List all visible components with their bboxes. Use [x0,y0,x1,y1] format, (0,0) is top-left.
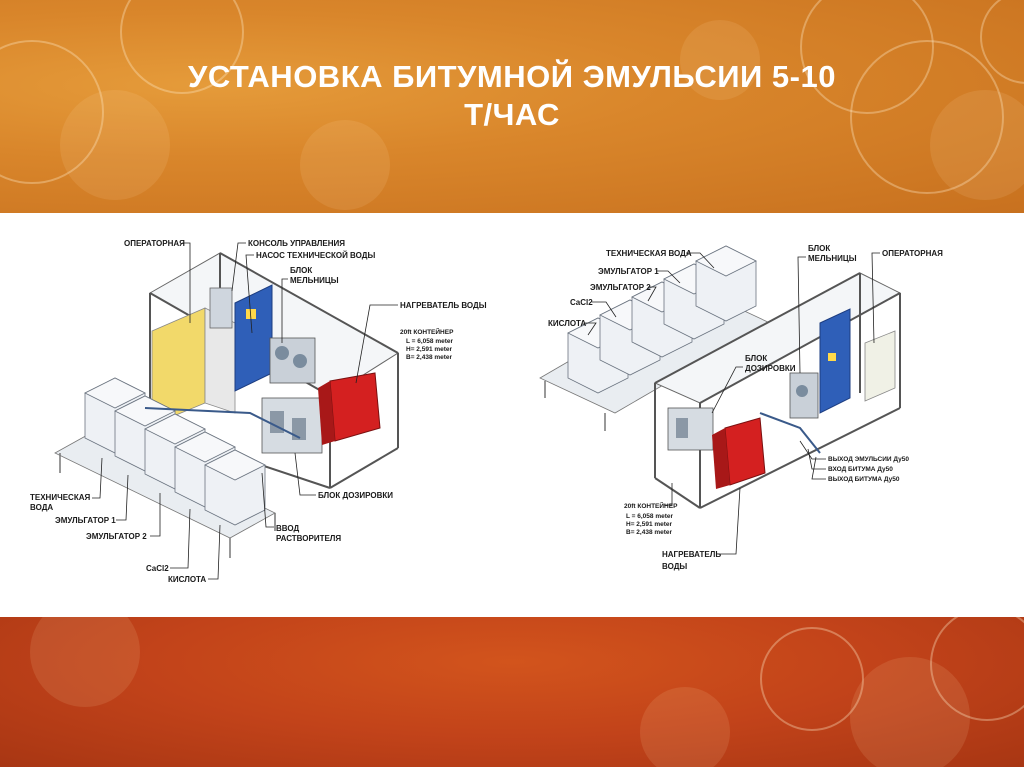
left-label-container: 20ft КОНТЕЙНЕР [400,327,454,336]
left-label-dosing-block: БЛОК ДОЗИРОВКИ [318,491,393,500]
left-label-operator-room: ОПЕРАТОРНАЯ [124,239,185,248]
left-label-emulsifier-2: ЭМУЛЬГАТОР 2 [86,532,147,541]
left-label-dim-l: L = 6,058 meter [406,338,454,345]
left-label-acid: КИСЛОТА [168,575,206,584]
right-label-tech-water: ТЕХНИЧЕСКАЯ ВОДА [606,249,692,258]
right-label-dim-l: L = 6,058 meter [626,513,674,520]
right-label-container: 20ft КОНТЕЙНЕР [624,501,678,510]
right-unit-illustration [539,245,902,509]
right-label-water-heater-1: НАГРЕВАТЕЛЬ [662,550,721,559]
left-label-water-heater: НАГРЕВАТЕЛЬ ВОДЫ [400,301,487,310]
right-label-mill-block-2: МЕЛЬНИЦЫ [808,254,857,263]
left-label-solvent-input-2: РАСТВОРИТЕЛЯ [276,534,341,543]
right-label-emulsifier-2: ЭМУЛЬГАТОР 2 [590,283,651,292]
left-label-tech-water-1: ТЕХНИЧЕСКАЯ [30,493,90,502]
left-label-solvent-input-1: ВВОД [276,524,299,533]
title-line-2: Т/ЧАС [464,97,560,132]
left-label-mill-block-2: МЕЛЬНИЦЫ [290,276,339,285]
left-label-emulsifier-1: ЭМУЛЬГАТОР 1 [55,516,116,525]
left-unit-illustration [54,252,399,558]
left-label-tech-water-pump: НАСОС ТЕХНИЧЕСКОЙ ВОДЫ [256,251,375,260]
diagram-panel: ОПЕРАТОРНАЯ КОНСОЛЬ УПРАВЛЕНИЯ НАСОС ТЕХ… [0,213,1024,617]
title-line-1: УСТАНОВКА БИТУМНОЙ ЭМУЛЬСИИ 5-10 [188,59,836,94]
right-label-dosing-block-1: БЛОК [745,354,767,363]
left-label-dim-h: H= 2,591 meter [406,346,453,353]
right-label-bitumen-out: ВЫХОД БИТУМА Ду50 [828,476,900,483]
left-label-control-console: КОНСОЛЬ УПРАВЛЕНИЯ [248,239,345,248]
diagram-svg: ОПЕРАТОРНАЯ КОНСОЛЬ УПРАВЛЕНИЯ НАСОС ТЕХ… [30,239,943,584]
left-label-cacl2: CaCl2 [146,564,169,573]
header-band [0,0,1024,213]
left-label-tech-water-2: ВОДА [30,503,53,512]
right-label-operator-room: ОПЕРАТОРНАЯ [882,249,943,258]
right-label-acid: КИСЛОТА [548,319,586,328]
right-label-dim-b: B= 2,438 meter [626,529,673,536]
right-label-emulsifier-1: ЭМУЛЬГАТОР 1 [598,267,659,276]
left-label-mill-block-1: БЛОК [290,266,312,275]
right-label-cacl2: CaCl2 [570,298,593,307]
right-label-dosing-block-2: ДОЗИРОВКИ [745,364,796,373]
slide-title: УСТАНОВКА БИТУМНОЙ ЭМУЛЬСИИ 5-10 Т/ЧАС [0,58,1024,134]
footer-band [0,617,1024,767]
right-label-emulsion-out: ВЫХОД ЭМУЛЬСИИ Ду50 [828,456,909,463]
right-label-dim-h: H= 2,591 meter [626,521,673,528]
right-label-bitumen-in: ВХОД БИТУМА Ду50 [828,466,893,473]
right-label-water-heater-2: ВОДЫ [662,562,687,571]
left-label-dim-b: B= 2,438 meter [406,354,453,361]
right-label-mill-block-1: БЛОК [808,244,830,253]
